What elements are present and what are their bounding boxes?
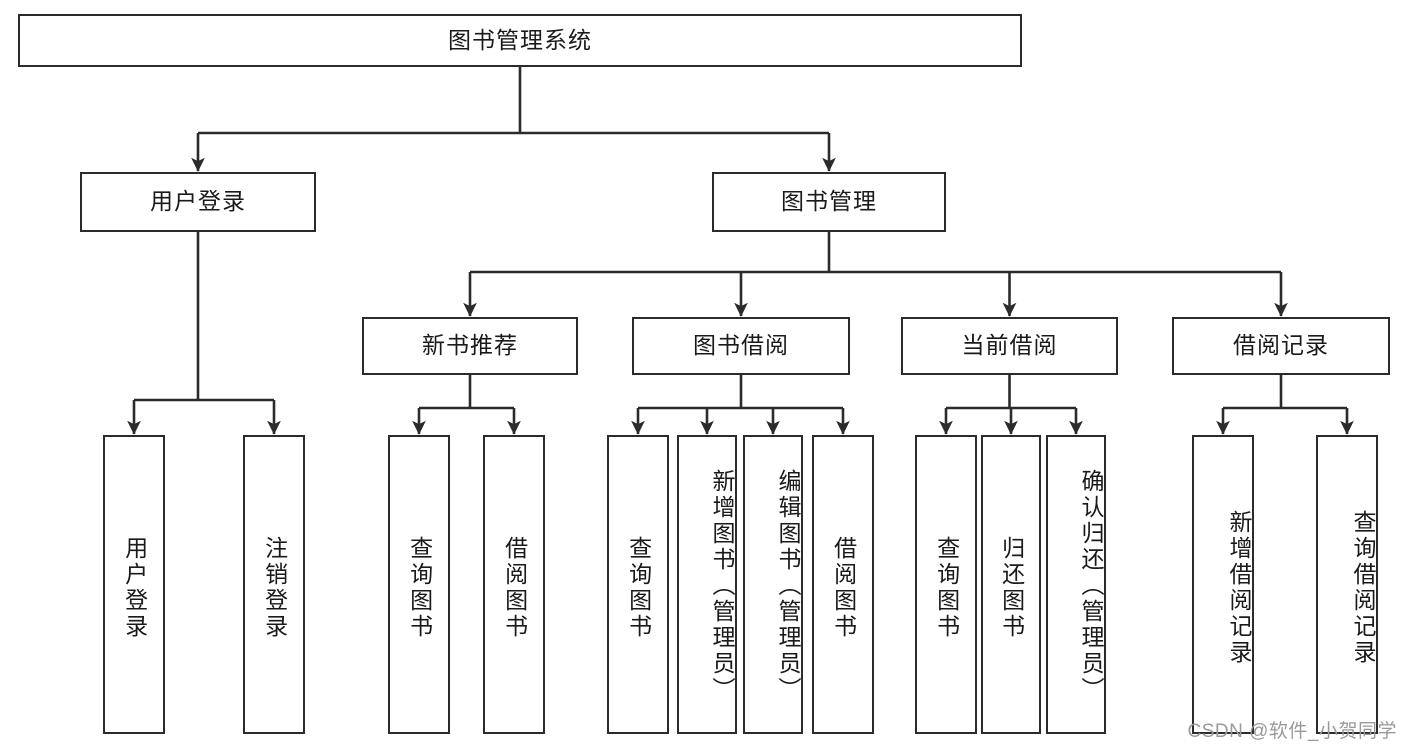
node-leaf-logout[interactable]: 注销登录 [243,435,305,734]
node-current-borrow[interactable]: 当前借阅 [901,317,1118,375]
node-leaf-edit-book[interactable]: 编辑图书（管理员） [743,435,803,734]
node-label: 新书推荐 [422,332,518,359]
node-label: 图书借阅 [693,332,789,359]
node-root[interactable]: 图书管理系统 [18,14,1022,67]
node-label: 查询借阅记录 [1350,509,1376,666]
node-label: 新增借阅记录 [1226,509,1252,666]
node-label: 借阅图书 [501,535,528,640]
node-label: 借阅记录 [1233,332,1329,359]
node-borrow-record[interactable]: 借阅记录 [1172,317,1390,375]
node-leaf-borrow-book-2[interactable]: 借阅图书 [812,435,874,734]
node-label: 当前借阅 [961,332,1058,359]
node-book-borrow[interactable]: 图书借阅 [632,317,850,375]
node-leaf-return-book[interactable]: 归还图书 [981,435,1041,734]
node-label: 图书管理 [781,188,877,215]
node-label: 图书管理系统 [448,26,592,53]
node-leaf-query-book-3[interactable]: 查询图书 [915,435,977,734]
node-leaf-add-record[interactable]: 新增借阅记录 [1192,435,1254,734]
node-label: 注销登录 [261,535,288,640]
node-new-book-recommend[interactable]: 新书推荐 [362,317,578,375]
node-label: 借阅图书 [830,535,857,640]
node-label: 用户登录 [121,535,148,640]
node-label: 查询图书 [625,535,652,640]
node-leaf-query-book-2[interactable]: 查询图书 [607,435,669,734]
node-label: 查询图书 [406,535,433,640]
node-leaf-user-login[interactable]: 用户登录 [103,435,165,734]
node-leaf-add-book[interactable]: 新增图书（管理员） [677,435,737,734]
node-label: 归还图书 [998,535,1025,640]
node-label: 编辑图书（管理员） [775,468,801,703]
node-leaf-borrow-book-1[interactable]: 借阅图书 [483,435,545,734]
node-label: 用户登录 [150,188,246,215]
node-leaf-query-record[interactable]: 查询借阅记录 [1316,435,1378,734]
node-user-login[interactable]: 用户登录 [80,172,316,232]
node-label: 新增图书（管理员） [709,468,735,703]
node-leaf-confirm-return[interactable]: 确认归还（管理员） [1046,435,1106,734]
node-book-manage[interactable]: 图书管理 [712,172,946,232]
node-leaf-query-book-1[interactable]: 查询图书 [388,435,450,734]
watermark-text: CSDN @软件_小贺同学 [1187,721,1397,742]
node-label: 确认归还（管理员） [1078,468,1104,703]
node-label: 查询图书 [933,535,960,640]
